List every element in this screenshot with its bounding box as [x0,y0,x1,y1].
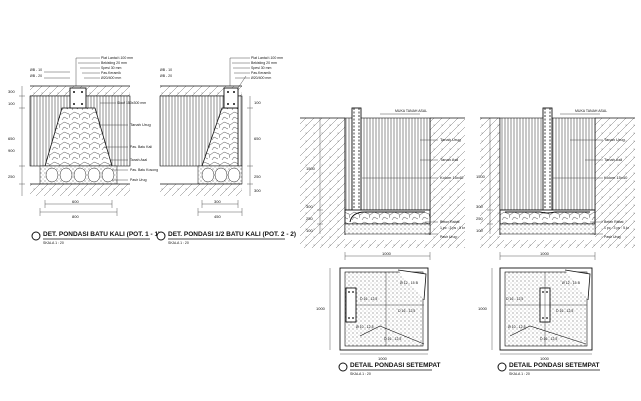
label3-kolom: Kolom 15x40 [440,175,464,180]
dim3-plan-bottom: 1000 [378,356,388,361]
drawing-pondasi-batu-kali: Plat Lantai t.100 mm Bekisting 20 mm Spe… [8,56,160,245]
label3-tanah-asli: Tanah Asli [440,157,458,162]
dim3-plan-left: 1000 [316,306,326,311]
label3-plan-5: D 16 - 12,5 [384,337,401,341]
label3-plan-1: Ø 12 - 15 B [400,281,419,285]
label4-plan-1: Ø 12 - 15 B [562,281,581,285]
label4-plan-4: Ø 10 - 12,5 [508,325,526,329]
dim3-300: 300 [306,204,313,209]
dim2-bottom-300: 300 [214,199,221,204]
drawing-pondasi-setempat-left: MUKA TANAH ASAL Tanah Urug Tanah Asli Ko… [300,107,466,376]
dim2-right-250: 250 [254,174,261,179]
scale-pondasi-setempat-right: SKALA 1 : 20 [509,372,530,376]
label-pas-batu-kosong: Pas. Batu Kosong [130,168,158,172]
dim-left-900: 900 [8,148,15,153]
dim-bottom-600: 600 [72,199,79,204]
callout2-spesi: Spesi 30 mm [251,66,272,70]
callout-pas-keramik: Pas.Keramik [101,71,121,75]
label-tanah-asal: Tanah Asal [130,158,147,162]
dim4-plan-left: 1000 [478,306,488,311]
dim-left-100: 100 [8,101,15,106]
sloof-beam [69,87,87,109]
dim4-bottom-1000: 1000 [540,251,550,256]
title-pondasi-setempat-left: DETAIL PONDASI SETEMPAT [350,362,441,369]
label4-beton-rabat: Beton Rabat [604,220,623,224]
label-pas-batu-kali: Pas. Batu Kali [130,145,152,149]
callout2-left-2: ØB - 20 [160,74,172,78]
dim-bottom-800: 800 [72,214,79,219]
title-pondasi-setempat-right: DETAIL PONDASI SETEMPAT [509,362,600,369]
dim3-1500: 1500 [306,166,316,171]
callout2-plat-lantai: Plat Lantai t.100 mm [251,56,283,60]
drawing-pondasi-setempat-right: MUKA TANAH ASAL Tanah Urug Tanah Asli Ko… [476,107,635,376]
drawing-pondasi-half-batu-kali: Plat Lantai t.100 mm Bekisting 20 mm Spe… [156,56,296,245]
label3-plan-4: Ø 10 - 12,5 [356,325,374,329]
title-pondasi-half-batu-kali: DET. PONDASI 1/2 BATU KALI (POT. 2 - 2) [168,231,296,238]
label3-tanah-urug: Tanah Urug [440,137,461,142]
callout2-bekisting: Bekisting 20 mm [251,61,277,65]
dim4-300: 300 [476,204,483,209]
dim2-right-300: 300 [254,188,261,193]
label3-muka-tanah: MUKA TANAH ASAL [395,109,427,113]
callout2-left-1: ØB - 10 [160,68,172,72]
label-sloof: Sloof 150x300 mm [117,101,146,105]
callout-bekisting: Bekisting 20 mm [101,61,127,65]
dim2-right-650: 650 [254,136,261,141]
callout2-pas-keramik: Pas.Keramik [251,71,271,75]
callout-left-2: ØB - 20 [30,74,42,78]
dim4-plan-bottom: 1000 [540,356,550,361]
label4-mix: 1 pc : 3 ps : 5 kr [604,226,630,230]
scale-pondasi-batu-kali: SKALA 1 : 20 [43,241,64,245]
dim2-right-100: 100 [254,100,261,105]
callout-rebar-spacing: Ø20/400 mm [101,76,121,80]
label3-mix: 1 pc : 3 ps : 5 kr [440,226,466,230]
label-tanah-urug: Tanah Urug [130,122,151,127]
callout-spesi: Spesi 30 mm [101,66,122,70]
label4-plan-3: D 16 - 12,5 [556,309,573,313]
scale-pondasi-half-batu-kali: SKALA 1 : 20 [168,241,189,245]
label4-tanah-urug: Tanah Urug [604,137,625,142]
dim4-100: 100 [476,228,483,233]
label4-plan-5: D 16 - 12,5 [540,337,557,341]
label4-pasir-urug: Pasir Urug [604,235,621,239]
label3-beton-rabat: Beton Rabat [440,220,459,224]
dim-left-300: 300 [8,89,15,94]
dim-left-250: 250 [8,174,15,179]
label4-tanah-asli: Tanah Asli [604,157,622,162]
callout-left-1: ØB - 10 [30,68,42,72]
dim2-bottom-450: 450 [214,214,221,219]
callout2-rebar-spacing: Ø20/400 mm [251,76,271,80]
dim-left-650: 650 [8,136,15,141]
label4-muka-tanah: MUKA TANAH ASAL [575,109,607,113]
label4-plan-2: D 16 - 12,5 [506,297,523,301]
label3-plan-3: D 16 - 12,5 [398,309,415,313]
dim3-bottom-1000: 1000 [382,251,392,256]
label3-pasir-urug: Pasir Urug [440,235,457,239]
dim3-250: 250 [306,216,313,221]
callout-plat-lantai: Plat Lantai t.100 mm [101,56,133,60]
dim4-1500: 1500 [476,174,486,179]
scale-pondasi-setempat-left: SKALA 1 : 20 [350,372,371,376]
dim3-100: 100 [306,228,313,233]
dim4-250: 250 [476,216,483,221]
title-pondasi-batu-kali: DET. PONDASI BATU KALI (POT. 1 - 1) [43,231,160,238]
label3-plan-2: D 16 - 12,5 [360,297,377,301]
label4-kolom: Kolom 15x40 [604,175,628,180]
label-pasir-urug: Pasir Urug [130,178,147,182]
